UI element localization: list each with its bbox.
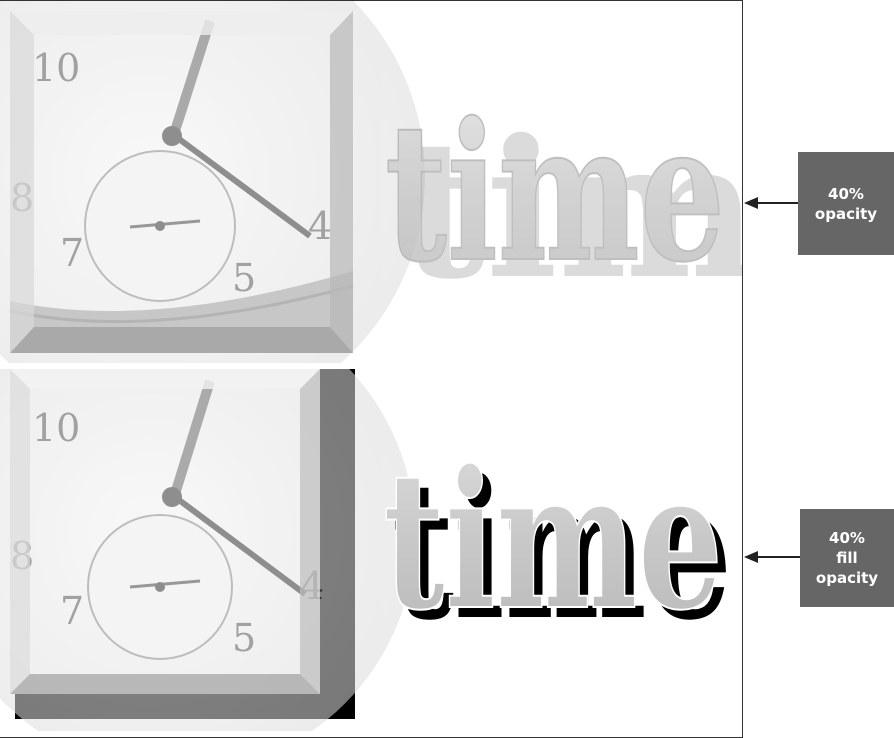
- callout-line: opacity: [816, 568, 878, 588]
- fill-opacity-illustration: 10 8 7 5 4 time time: [0, 369, 742, 731]
- opacity-panel: 10 8 7 5 4 time time: [0, 1, 742, 363]
- callout-line: 40%: [829, 528, 865, 548]
- callout-line: fill: [836, 548, 857, 568]
- fill-opacity-panel: 10 8 7 5 4 time time: [0, 369, 742, 731]
- clock-square: 10 8 7 5 4: [0, 1, 425, 363]
- numeral-10: 10: [32, 46, 80, 90]
- fill-opacity-callout: 40% fill opacity: [800, 509, 894, 607]
- numeral-5-fill: 5: [232, 616, 256, 660]
- time-word-fill-opacity: time time: [383, 429, 732, 662]
- callout-line: 40%: [828, 184, 864, 204]
- figure-frame: 10 8 7 5 4 time time: [0, 0, 743, 738]
- time-word: time: [385, 81, 725, 304]
- time-word-fill: time: [383, 429, 723, 652]
- opacity-callout: 40% opacity: [798, 152, 894, 255]
- numeral-5: 5: [232, 256, 256, 300]
- time-word-opacity: time time: [385, 81, 742, 321]
- arrow-left-icon: [742, 196, 800, 210]
- numeral-10-fill: 10: [32, 406, 80, 450]
- arrow-left-icon: [742, 550, 802, 564]
- numeral-4: 4: [308, 204, 332, 248]
- opacity-illustration: 10 8 7 5 4 time time: [0, 1, 742, 363]
- callout-line: opacity: [815, 204, 877, 224]
- numeral-7: 7: [60, 231, 84, 275]
- numeral-7-fill: 7: [60, 589, 84, 633]
